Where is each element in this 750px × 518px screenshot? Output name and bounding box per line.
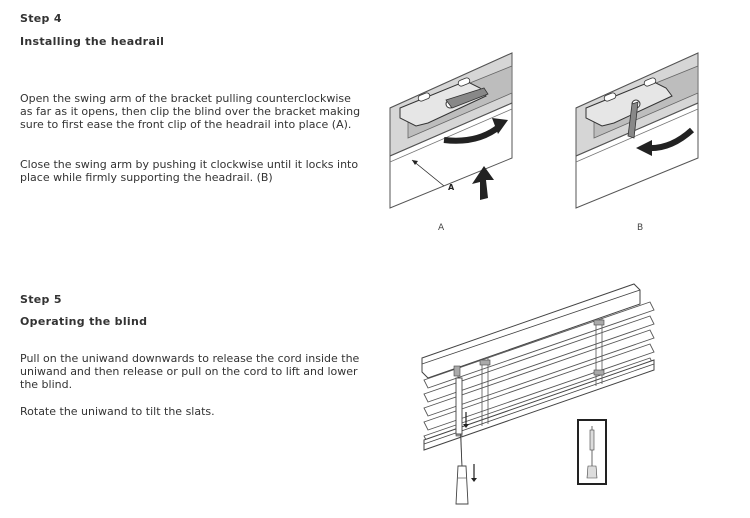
step-5-paragraph-2: Rotate the uniwand to tilt the slats.	[20, 405, 215, 418]
step-4-paragraph-2: Close the swing arm by pushing it clockw…	[20, 158, 359, 184]
figure-a-caption: A	[438, 223, 445, 233]
figure-a-bracket-illustration: A	[389, 52, 513, 209]
figure-a-marker-label: A	[448, 183, 455, 192]
step-4-label: Step 4	[20, 12, 62, 25]
figure-b-caption: B	[637, 223, 644, 233]
blind-uniwand-illustration	[421, 283, 655, 505]
step-5-title: Operating the blind	[20, 315, 148, 328]
step-4-title: Installing the headrail	[20, 35, 165, 48]
step-4-paragraph-1: Open the swing arm of the bracket pullin…	[20, 92, 361, 131]
step-5-label: Step 5	[20, 293, 62, 306]
figure-b-bracket-illustration	[575, 52, 699, 209]
step-5-paragraph-1: Pull on the uniwand downwards to release…	[20, 352, 360, 391]
